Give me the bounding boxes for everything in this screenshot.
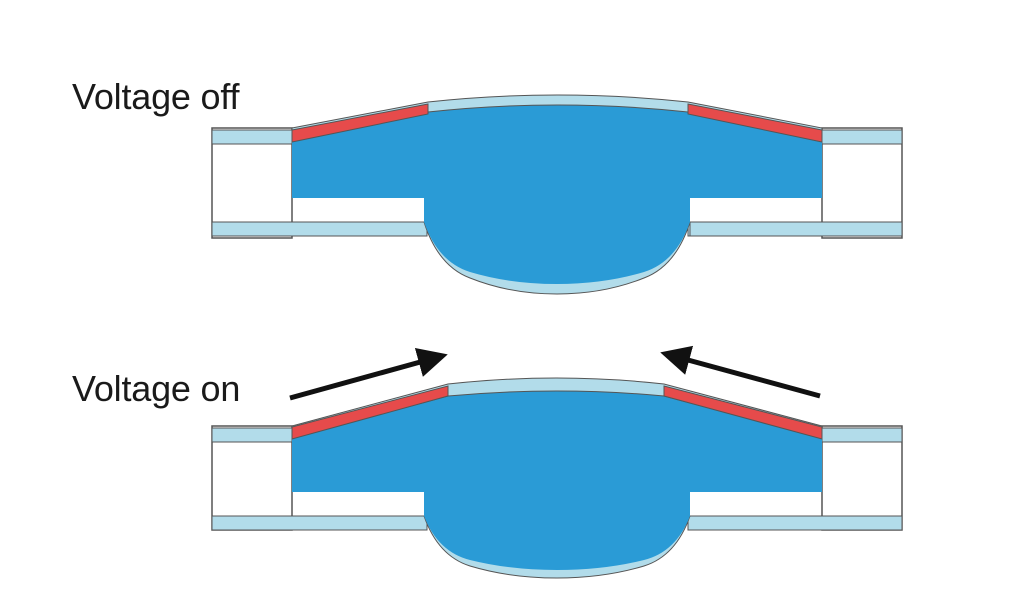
arrow-left (289, 347, 448, 401)
frame-right (821, 127, 903, 239)
membrane-bottom-left (211, 515, 428, 531)
frame-left (211, 127, 293, 239)
voltage-on-label: Voltage on (72, 368, 241, 409)
fluid-body (292, 103, 822, 284)
actuator-right (663, 385, 823, 440)
membrane-bottom-right (687, 515, 903, 531)
actuator-left (291, 385, 449, 440)
membrane-bottom-right (687, 221, 903, 237)
actuator-right (687, 103, 823, 143)
lens-voltage-off (211, 94, 903, 295)
lens-voltage-on (211, 345, 903, 579)
arrow-right (660, 345, 821, 399)
voltage-off-label: Voltage off (72, 76, 240, 117)
fluid-body (292, 387, 822, 570)
actuator-left (291, 103, 429, 143)
membrane-bottom-left (211, 221, 428, 237)
frame-right (821, 425, 903, 531)
membrane-top-left (211, 129, 293, 145)
membrane-top-right (821, 129, 903, 145)
membrane-top-left (211, 427, 293, 443)
membrane-top-right (821, 427, 903, 443)
